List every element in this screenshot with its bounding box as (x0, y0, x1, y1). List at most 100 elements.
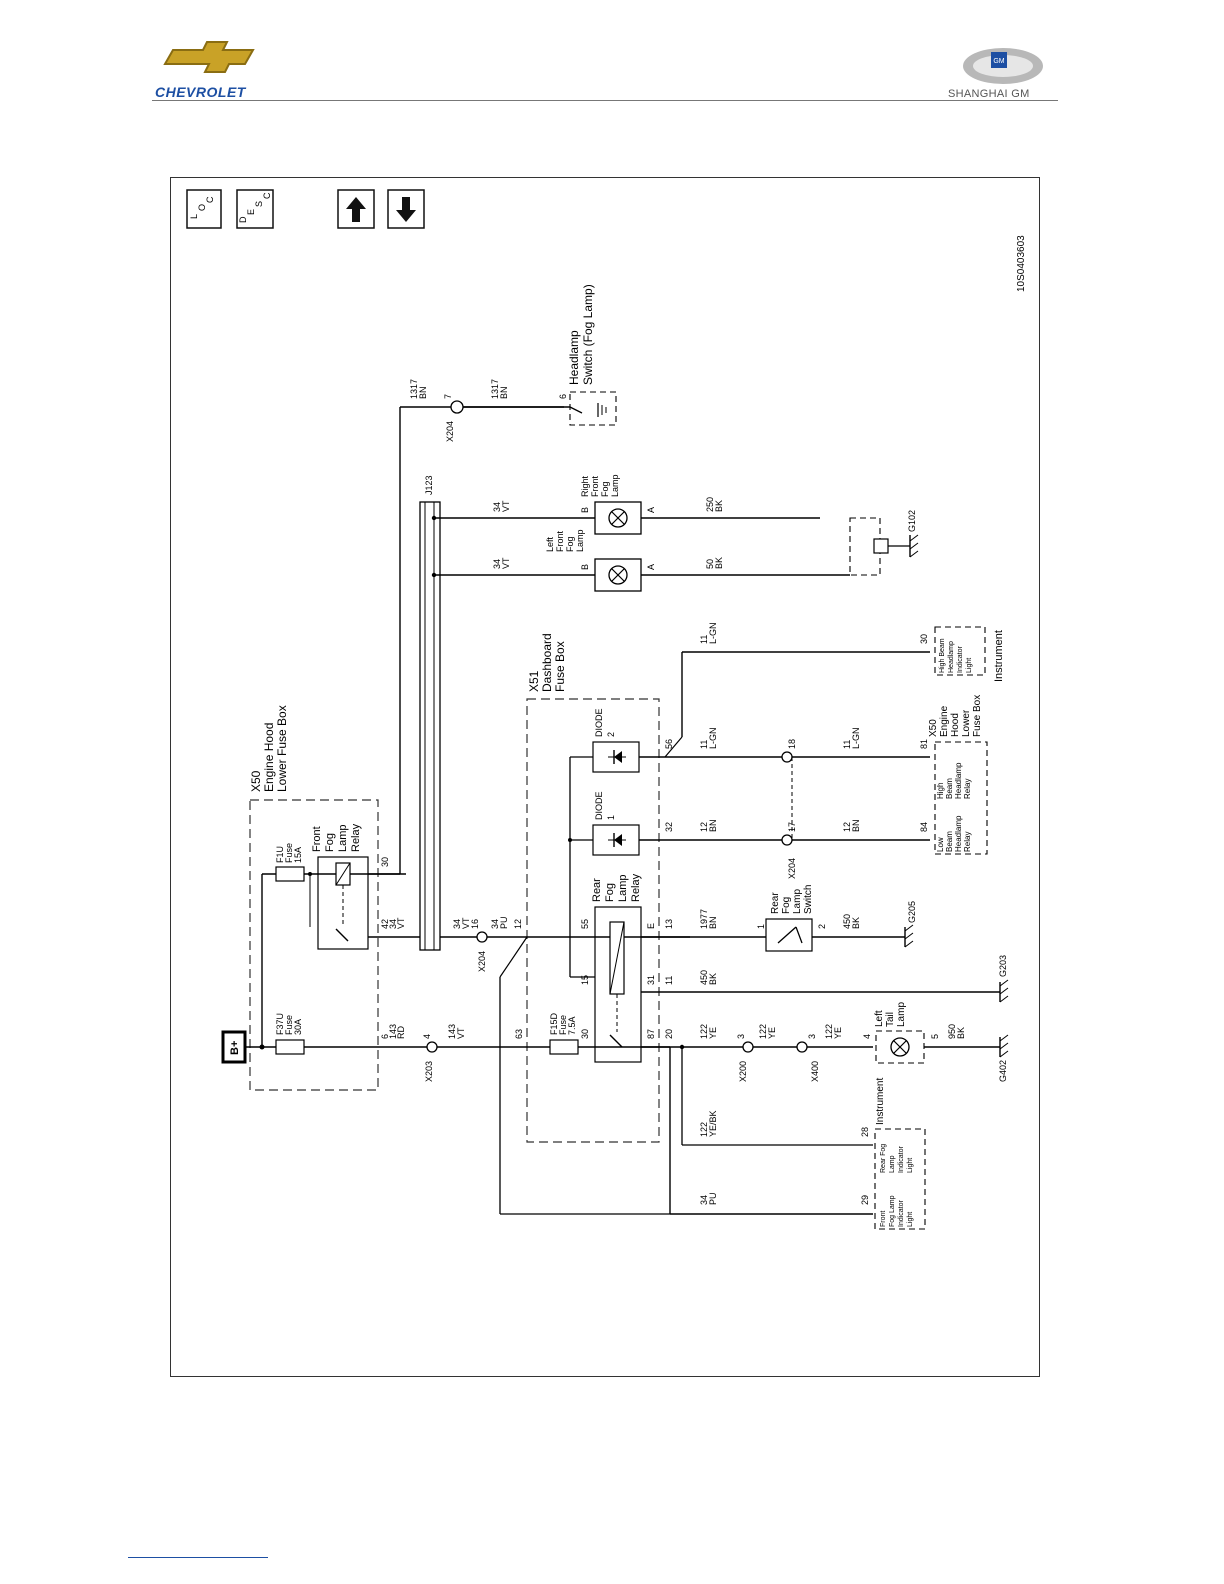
svg-text:450: 450 (699, 970, 709, 985)
headlamp-relay-group (934, 741, 988, 855)
f1u-fuse (275, 866, 305, 882)
f15d-fuse (549, 1039, 579, 1055)
rear-relay-label: Rear Fog Lamp Relay (591, 873, 642, 902)
svg-text:Beam: Beam (945, 831, 954, 852)
arrow-down-button[interactable] (387, 189, 425, 229)
svg-text:122: 122 (758, 1024, 768, 1039)
svg-text:Indicator: Indicator (957, 645, 964, 673)
svg-text:YE: YE (833, 1027, 843, 1039)
x400-label: X400 (810, 1061, 820, 1082)
svg-text:Lower Fuse Box: Lower Fuse Box (275, 705, 289, 792)
arrow-up-icon (346, 197, 366, 222)
pin-30: 30 (380, 857, 390, 867)
svg-text:Switch: Switch (803, 885, 814, 914)
x204-upper: X204 (445, 421, 455, 442)
svg-text:950: 950 (947, 1024, 957, 1039)
pin-6: 6 (558, 394, 568, 399)
wire-143-vt: 143 VT (447, 1024, 466, 1039)
right-fog-label: Right Front Fog Lamp (580, 474, 620, 497)
svg-text:Lamp: Lamp (792, 889, 803, 914)
wire-34vt-x204: 34 VT 16 (452, 917, 480, 929)
svg-text:34: 34 (492, 559, 502, 569)
svg-text:X50: X50 (928, 719, 939, 737)
svg-text:Light: Light (966, 658, 973, 673)
x204-lower: X204 (477, 951, 487, 972)
instrument-label-top: Instrument (993, 630, 1005, 682)
f37u-label: F37U Fuse 30A (275, 1013, 303, 1035)
svg-text:Lamp: Lamp (575, 529, 585, 552)
rear-fog-indicator-label: Rear Fog Lamp Indicator Light (880, 1144, 914, 1173)
svg-text:Front: Front (311, 826, 323, 852)
svg-text:122: 122 (699, 1122, 709, 1137)
pin-30-instrument: 30 (919, 634, 929, 644)
left-tail-label: Left Tail Lamp (874, 1002, 907, 1027)
svg-text:1317: 1317 (409, 379, 419, 399)
svg-text:Headlamp: Headlamp (954, 815, 963, 852)
svg-text:Lamp: Lamp (610, 474, 620, 497)
left-fog-pin-a: A (646, 564, 656, 570)
svg-text:Light: Light (907, 1158, 914, 1173)
pin-29: 29 (860, 1195, 870, 1205)
f15d-label: F15D Fuse 7.5A (549, 1012, 577, 1035)
wire-122-yebk: 122 YE/BK (699, 1110, 718, 1137)
svg-text:122: 122 (699, 1024, 709, 1039)
svg-text:11: 11 (842, 740, 852, 749)
pin-31: 31 (646, 975, 656, 985)
right-fog-pin-a: A (646, 507, 656, 513)
left-fog-label: Left Front Fog Lamp (545, 529, 585, 552)
svg-text:L-GN: L-GN (851, 727, 861, 749)
svg-text:YE: YE (708, 1027, 718, 1039)
low-beam-relay-label: Low Beam Headlamp Relay (936, 815, 972, 852)
svg-text:Lamp: Lamp (896, 1002, 907, 1027)
chevrolet-bowtie-logo (163, 41, 255, 73)
left-fog-ground-wire: 50 BK (705, 557, 724, 569)
svg-text:Fog: Fog (600, 481, 610, 497)
pin-3-x200: 3 (736, 1034, 746, 1039)
desc-button[interactable]: D E S C (236, 189, 274, 229)
svg-text:Left: Left (545, 536, 555, 552)
svg-text:Indicator: Indicator (898, 1145, 905, 1173)
svg-text:Lamp: Lamp (337, 824, 349, 852)
svg-text:Low: Low (936, 837, 945, 852)
desc-letter-s: S (254, 201, 264, 207)
svg-text:Lamp: Lamp (889, 1155, 896, 1173)
svg-text:L-GN: L-GN (708, 727, 718, 749)
svg-text:F1U: F1U (275, 846, 285, 863)
front-fog-indicator-label: Front Fog Lamp Indicator Light (880, 1195, 914, 1227)
svg-text:BK: BK (708, 973, 718, 985)
pin-13: 13 (664, 919, 674, 929)
x51-fuse-box (526, 698, 660, 1143)
pin-56: 56 (664, 739, 674, 749)
loc-button[interactable]: L O C (186, 189, 222, 229)
svg-text:X50: X50 (249, 770, 263, 792)
svg-text:143: 143 (447, 1024, 457, 1039)
shanghai-gm-wordmark: SHANGHAI GM (948, 88, 1030, 100)
wire-11-lgn-top: 11 L-GN (699, 622, 718, 644)
rear-fog-lamp-switch (765, 918, 813, 952)
pin-42-wire-label: 42 34 VT (380, 917, 406, 929)
svg-text:Rear: Rear (591, 878, 603, 902)
pin-1: 1 (756, 924, 766, 929)
svg-text:PU: PU (499, 916, 509, 929)
svg-text:Front: Front (880, 1211, 887, 1227)
wire-1317-a: 1317 BN (409, 379, 428, 399)
g203-label: G203 (998, 955, 1008, 977)
headlamp-switch-label: Headlamp Switch (Fog Lamp) (567, 284, 595, 385)
pin-84: 84 (919, 822, 929, 832)
left-fog-feed-wire: 34 VT (492, 557, 511, 569)
pin-63: 63 (514, 1029, 524, 1039)
svg-text:Rear Fog: Rear Fog (880, 1144, 887, 1173)
svg-text:VT: VT (501, 557, 511, 569)
wire-450-bk-b: 450 BK (699, 970, 718, 985)
svg-text:BK: BK (851, 917, 861, 929)
arrow-up-button[interactable] (337, 189, 375, 229)
shanghai-gm-logo: GM (963, 48, 1043, 84)
svg-text:7.5A: 7.5A (567, 1016, 577, 1035)
pin-28: 28 (860, 1127, 870, 1137)
svg-text:Fuse: Fuse (284, 1015, 294, 1035)
svg-text:34: 34 (490, 919, 500, 929)
svg-text:BN: BN (851, 819, 861, 832)
svg-text:DIODE: DIODE (594, 708, 604, 737)
svg-text:F37U: F37U (275, 1013, 285, 1035)
svg-text:Fog: Fog (781, 897, 792, 914)
